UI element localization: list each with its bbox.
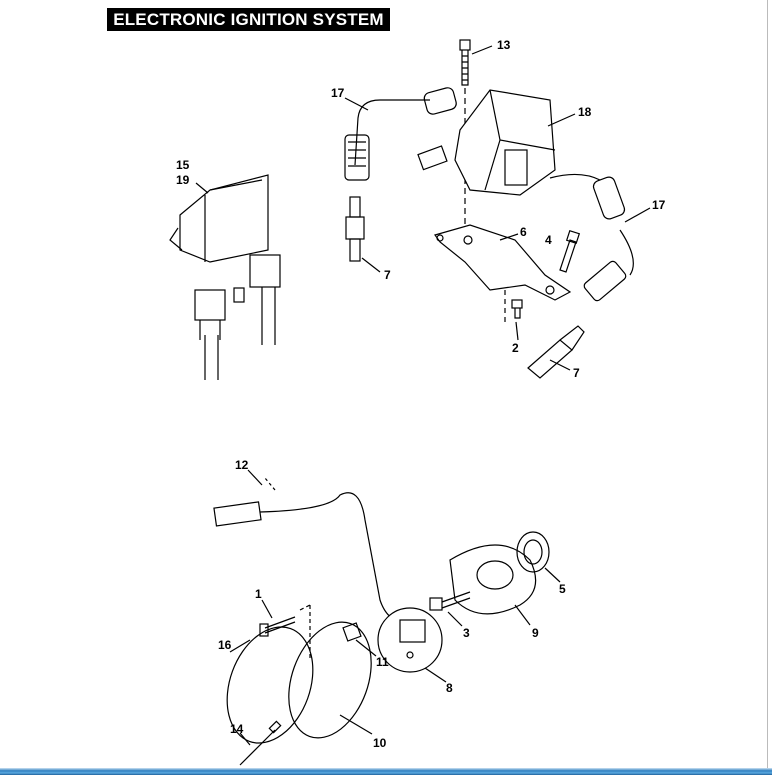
page-edge-divider: [767, 0, 768, 768]
timer-cover-10: [288, 621, 372, 739]
leader-10: [339, 714, 373, 735]
leader-17-right: [624, 207, 651, 223]
callout-18: 18: [578, 105, 592, 119]
screw-2: [504, 290, 523, 322]
leader-15-19: [195, 182, 209, 194]
callout-1: 1: [255, 587, 262, 601]
callout-14: 14: [230, 722, 244, 736]
spark-plug-left: [345, 196, 365, 262]
gasket-16: [226, 626, 314, 744]
spark-plug-wire-right: [549, 173, 634, 302]
sensor-plate: [377, 607, 443, 673]
rotor-cup: [449, 544, 537, 615]
callout-16: 16: [218, 638, 232, 652]
callout-6: 6: [520, 225, 527, 239]
leader-7-right: [549, 359, 571, 371]
leader-2: [515, 321, 519, 341]
callout-17: 17: [331, 86, 345, 100]
callout-9: 9: [532, 626, 539, 640]
leader-1: [261, 599, 273, 619]
leader-18: [547, 113, 576, 127]
screw-1: [259, 604, 311, 660]
callout-5: 5: [559, 582, 566, 596]
leader-12: [247, 469, 263, 486]
sensor-harness: [213, 477, 396, 621]
bracket-bolt-4: [559, 229, 581, 273]
leader-6: [499, 233, 519, 241]
callout-11: 11: [376, 655, 389, 669]
leader-11: [355, 639, 377, 657]
callout-17-right: 17: [652, 198, 666, 212]
oil-seal-5: [516, 531, 550, 573]
module-connector-right: [233, 254, 281, 345]
leader-9: [514, 604, 531, 626]
ignition-coil: [417, 89, 556, 196]
spacer-11: [342, 622, 362, 642]
diagram-title: ELECTRONIC IGNITION SYSTEM: [107, 8, 390, 31]
callout-2: 2: [512, 341, 519, 355]
callout-15: 15: [176, 158, 190, 172]
callout-10: 10: [373, 736, 387, 750]
spark-plug-wire-left: [344, 87, 457, 181]
leader-14: [239, 732, 251, 746]
leader-17-left: [344, 97, 369, 111]
callout-19: 19: [176, 173, 190, 187]
callout-7: 7: [384, 268, 391, 282]
leader-7-left: [361, 257, 381, 273]
spark-plug-right: [527, 325, 585, 379]
leader-13: [471, 45, 493, 55]
rivet-14: [239, 720, 282, 766]
leader-3: [447, 611, 463, 627]
ignition-module: [169, 174, 269, 263]
callout-3: 3: [463, 626, 470, 640]
callout-7-right: 7: [573, 366, 580, 380]
callout-8: 8: [446, 681, 453, 695]
footer-bar: [0, 768, 772, 775]
callout-4: 4: [545, 233, 552, 247]
callout-13: 13: [497, 38, 511, 52]
callout-12: 12: [235, 458, 249, 472]
leader-16: [229, 639, 251, 653]
coil-bracket: [434, 224, 572, 301]
rotor-bolt-3: [429, 591, 471, 611]
leader-8: [424, 667, 447, 683]
leader-5: [544, 567, 561, 583]
module-connector-left: [194, 289, 226, 380]
